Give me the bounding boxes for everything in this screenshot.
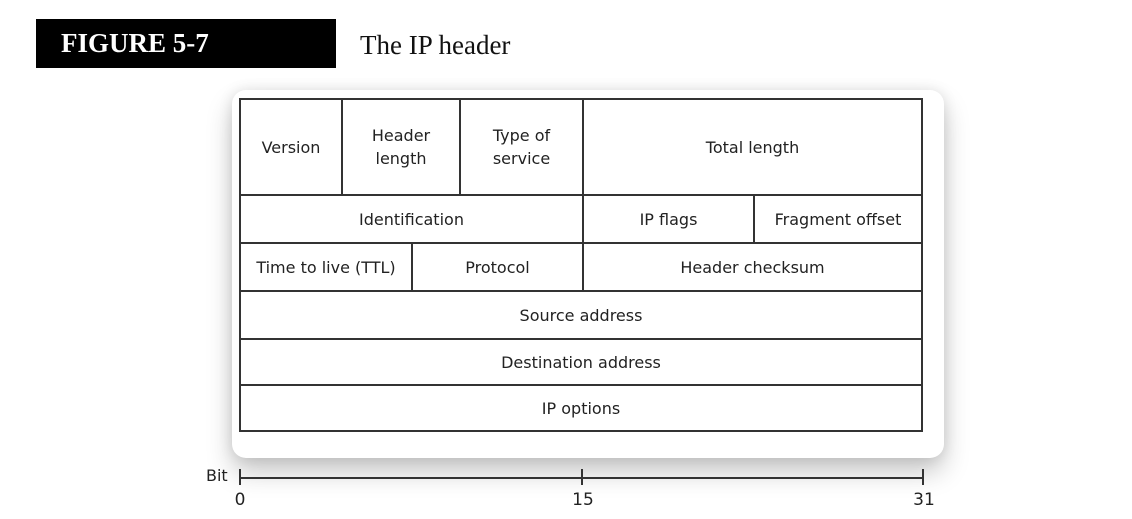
col-divider <box>582 100 584 290</box>
field-header-length: Header length <box>371 126 431 168</box>
bit-tick-label-31: 31 <box>913 490 935 510</box>
row-divider <box>241 194 921 196</box>
row-divider <box>241 242 921 244</box>
col-divider <box>753 194 755 242</box>
field-ip-flags: IP flags <box>639 209 698 229</box>
bit-tick-31 <box>922 469 924 485</box>
field-source-address: Source address <box>519 305 643 325</box>
field-destination-address: Destination address <box>501 352 661 372</box>
field-fragment-offset: Fragment offset <box>774 209 902 229</box>
row-divider <box>241 384 921 386</box>
ip-header-diagram: Version Header length Type of service To… <box>239 98 923 432</box>
col-divider <box>411 242 413 290</box>
field-total-length: Total length <box>705 137 800 157</box>
bit-axis-label: Bit <box>206 466 228 485</box>
field-type-of-service: Type of service <box>492 126 551 168</box>
bit-tick-15 <box>581 469 583 485</box>
field-identification: Identification <box>359 209 464 229</box>
bit-tick-label-0: 0 <box>234 490 246 510</box>
bit-tick-0 <box>239 469 241 485</box>
field-protocol: Protocol <box>465 257 530 277</box>
figure-label: FIGURE 5-7 <box>36 19 336 68</box>
field-version: Version <box>261 137 321 157</box>
col-divider <box>459 100 461 194</box>
field-ttl: Time to live (TTL) <box>256 257 396 277</box>
figure-title: The IP header <box>360 30 511 60</box>
row-divider <box>241 290 921 292</box>
bit-tick-label-15: 15 <box>572 490 594 510</box>
field-ip-options: IP options <box>541 398 621 418</box>
field-header-checksum: Header checksum <box>680 257 825 277</box>
col-divider <box>341 100 343 194</box>
row-divider <box>241 338 921 340</box>
